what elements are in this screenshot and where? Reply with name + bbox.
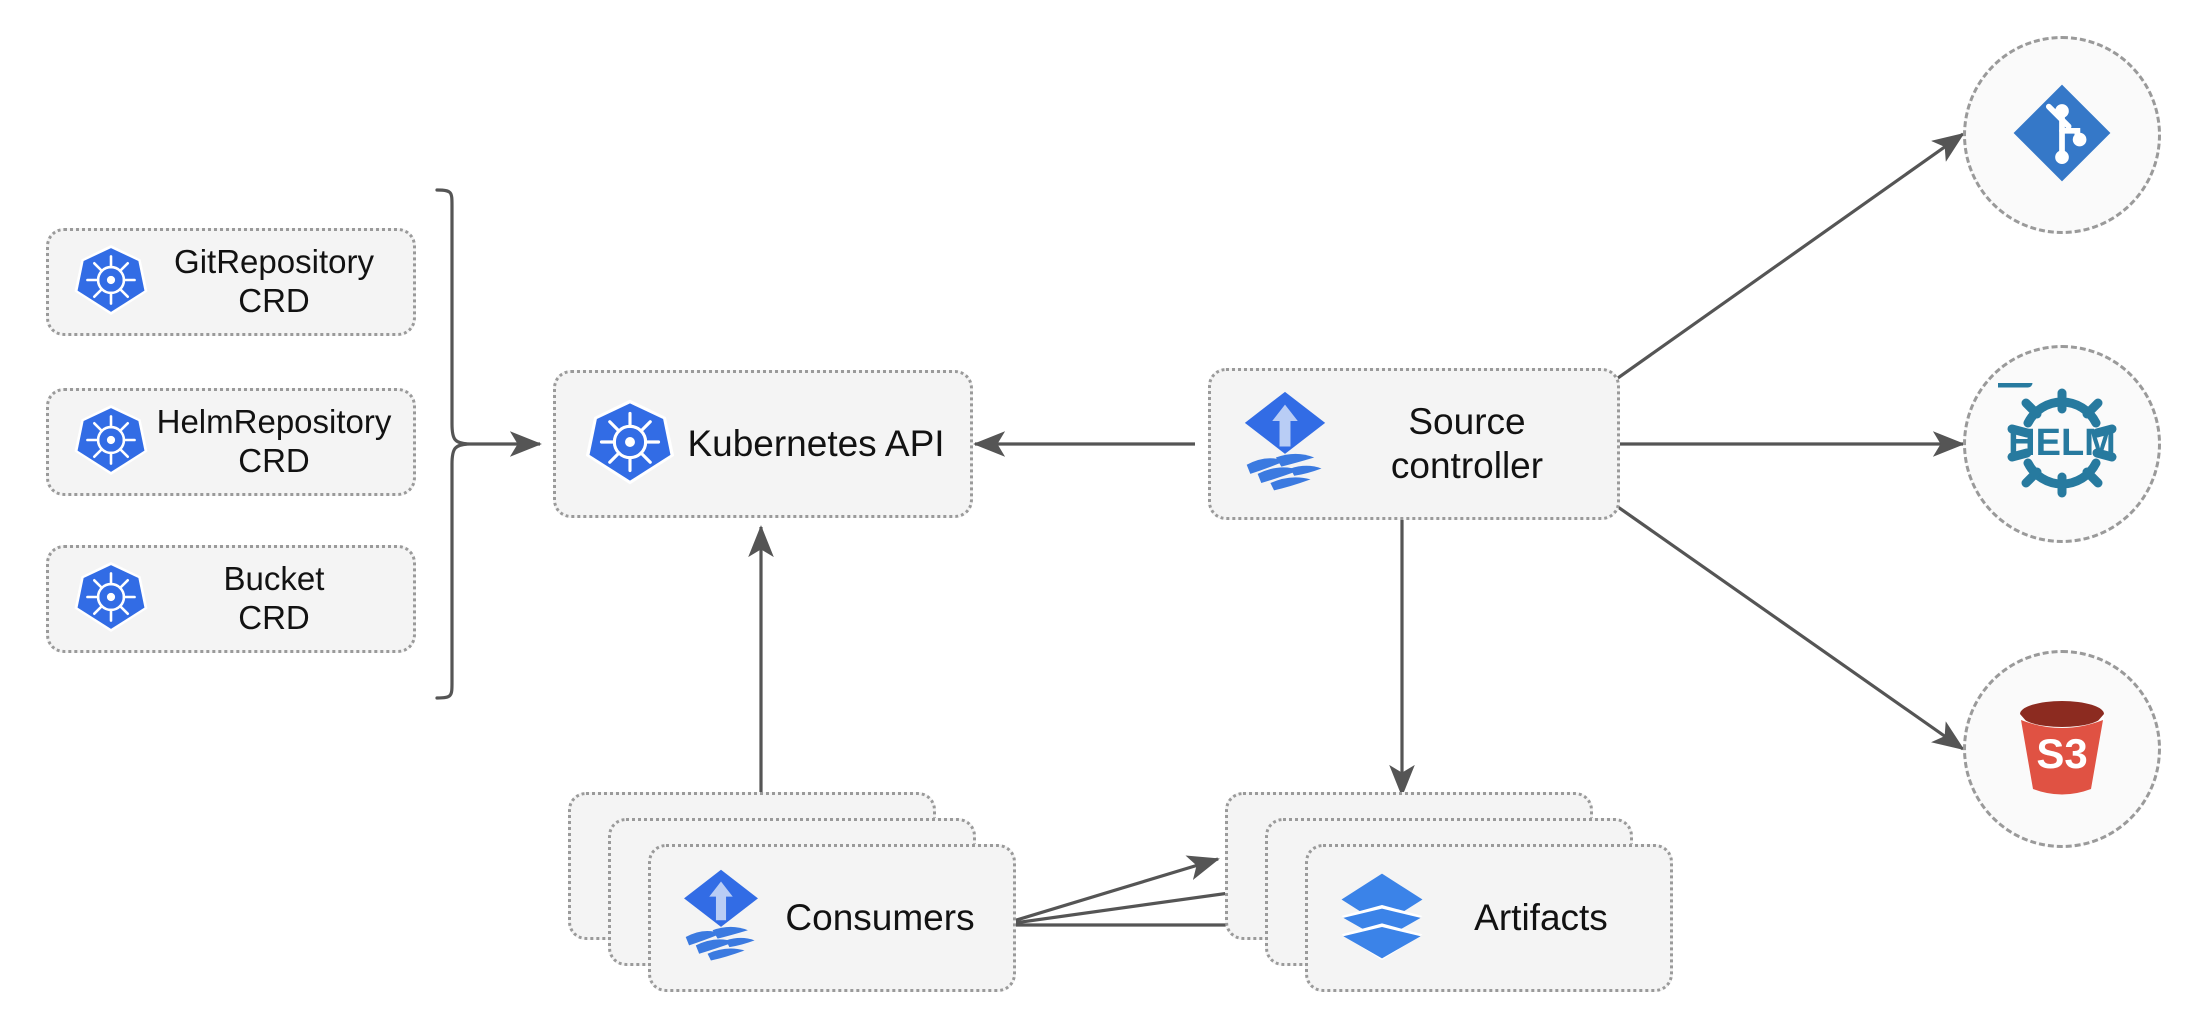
layers-icon	[1336, 870, 1428, 967]
node-label: Consumers	[785, 897, 975, 938]
node-gitrepository-crd[interactable]: GitRepository CRD	[46, 228, 416, 336]
helm-icon: HELM	[1993, 378, 2126, 506]
node-source-controller[interactable]: Source controller	[1208, 368, 1620, 520]
node-label: Kubernetes API	[687, 423, 945, 465]
edge-source-to-git	[1607, 132, 1965, 387]
crd-group-brace	[435, 188, 542, 700]
kubernetes-icon	[73, 559, 149, 640]
node-label: Bucket CRD	[223, 560, 325, 636]
node-kubernetes-api[interactable]: Kubernetes API	[553, 370, 973, 518]
edge-consumers-to-artifacts-1	[999, 855, 1220, 927]
flux-icon	[1239, 390, 1331, 499]
edge-consumers-to-artifacts-2	[999, 880, 1260, 927]
node-label: Source controller	[1390, 401, 1544, 486]
external-git[interactable]	[1963, 36, 2161, 234]
kubernetes-icon	[73, 242, 149, 323]
node-consumers[interactable]: Consumers	[648, 844, 1016, 992]
node-artifacts-stack[interactable]: Artifacts	[1225, 792, 1675, 992]
kubernetes-icon	[73, 402, 149, 483]
node-label: GitRepository CRD	[174, 243, 374, 319]
node-consumers-stack[interactable]: Consumers	[568, 792, 1018, 992]
node-artifacts[interactable]: Artifacts	[1305, 844, 1673, 992]
kubernetes-icon	[584, 396, 676, 493]
node-label: HelmRepository CRD	[156, 403, 392, 479]
node-helmrepository-crd[interactable]: HelmRepository CRD	[46, 388, 416, 496]
external-s3[interactable]: S3	[1963, 650, 2161, 848]
s3-bucket-icon: S3	[2003, 688, 2121, 811]
git-icon	[2007, 78, 2117, 193]
external-helm[interactable]: HELM	[1963, 345, 2161, 543]
s3-wordmark: S3	[2036, 730, 2087, 777]
edge-source-to-s3	[1607, 498, 1965, 751]
flux-icon	[679, 868, 763, 969]
node-bucket-crd[interactable]: Bucket CRD	[46, 545, 416, 653]
node-label: Artifacts	[1474, 897, 1608, 938]
helm-wordmark: HELM	[2008, 422, 2116, 464]
